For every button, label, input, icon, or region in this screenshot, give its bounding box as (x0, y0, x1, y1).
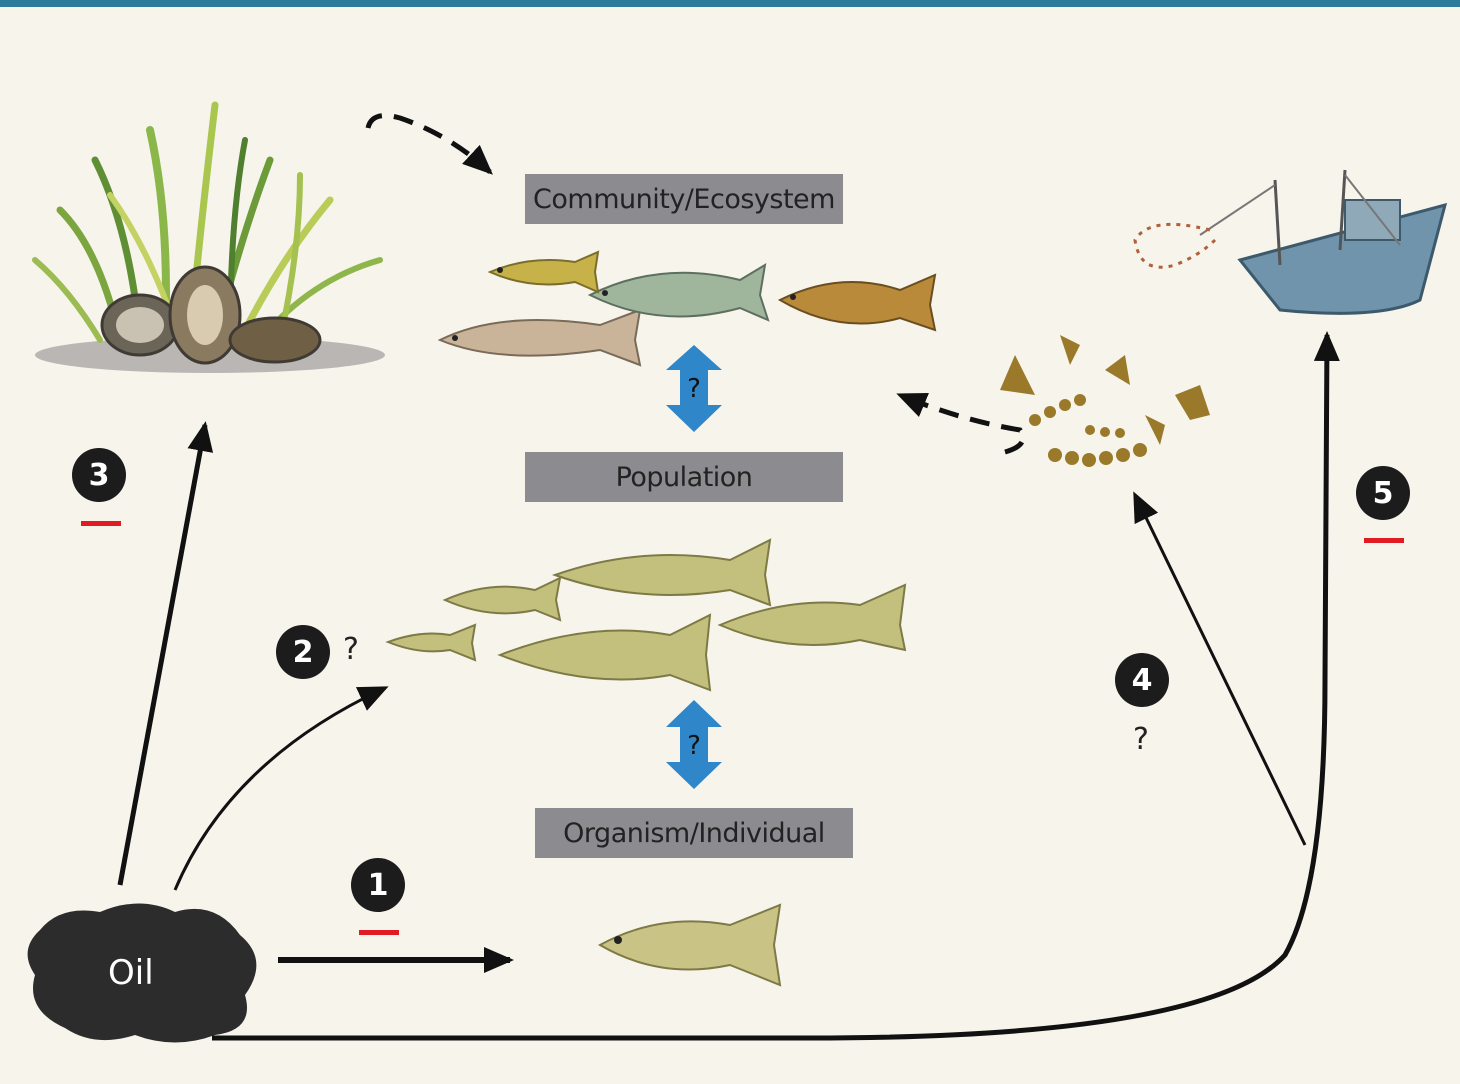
pathway-badge-3: 3 (72, 448, 126, 502)
oil-label: Oil (108, 953, 154, 993)
arrow-oil-to-population (175, 688, 385, 890)
dashed-arrow-seagrass-to-community (368, 116, 490, 172)
question-mark-lower: ? (687, 731, 701, 761)
negative-effect-marker-3 (81, 521, 121, 526)
dashed-arrow-plankton-to-community (900, 395, 1023, 452)
fish-community-icon (440, 252, 935, 365)
pathway-badge-5: 5 (1356, 466, 1410, 520)
pathway-badge-4: 4 (1115, 653, 1169, 707)
pathway-badge-1: 1 (351, 858, 405, 912)
pathway-4-question: ? (1133, 722, 1149, 757)
organism-individual-label: Organism/Individual (535, 808, 853, 858)
plankton-icon (1000, 335, 1210, 467)
fishing-boat-icon (1135, 170, 1445, 313)
community-ecosystem-label: Community/Ecosystem (525, 174, 843, 224)
arrow-oil-to-habitat (120, 425, 205, 885)
population-label: Population (525, 452, 843, 502)
pathway-badge-2: 2 (276, 625, 330, 679)
fish-school-icon (388, 540, 905, 690)
double-arrow-population-community: ? (666, 345, 722, 432)
negative-effect-marker-1 (359, 930, 399, 935)
pathway-2-question: ? (343, 632, 359, 667)
negative-effect-marker-5 (1364, 538, 1404, 543)
single-fish-icon (600, 905, 780, 985)
seagrass-oyster-icon (35, 105, 385, 373)
question-mark-upper: ? (687, 374, 701, 404)
double-arrow-organism-population: ? (666, 700, 722, 789)
